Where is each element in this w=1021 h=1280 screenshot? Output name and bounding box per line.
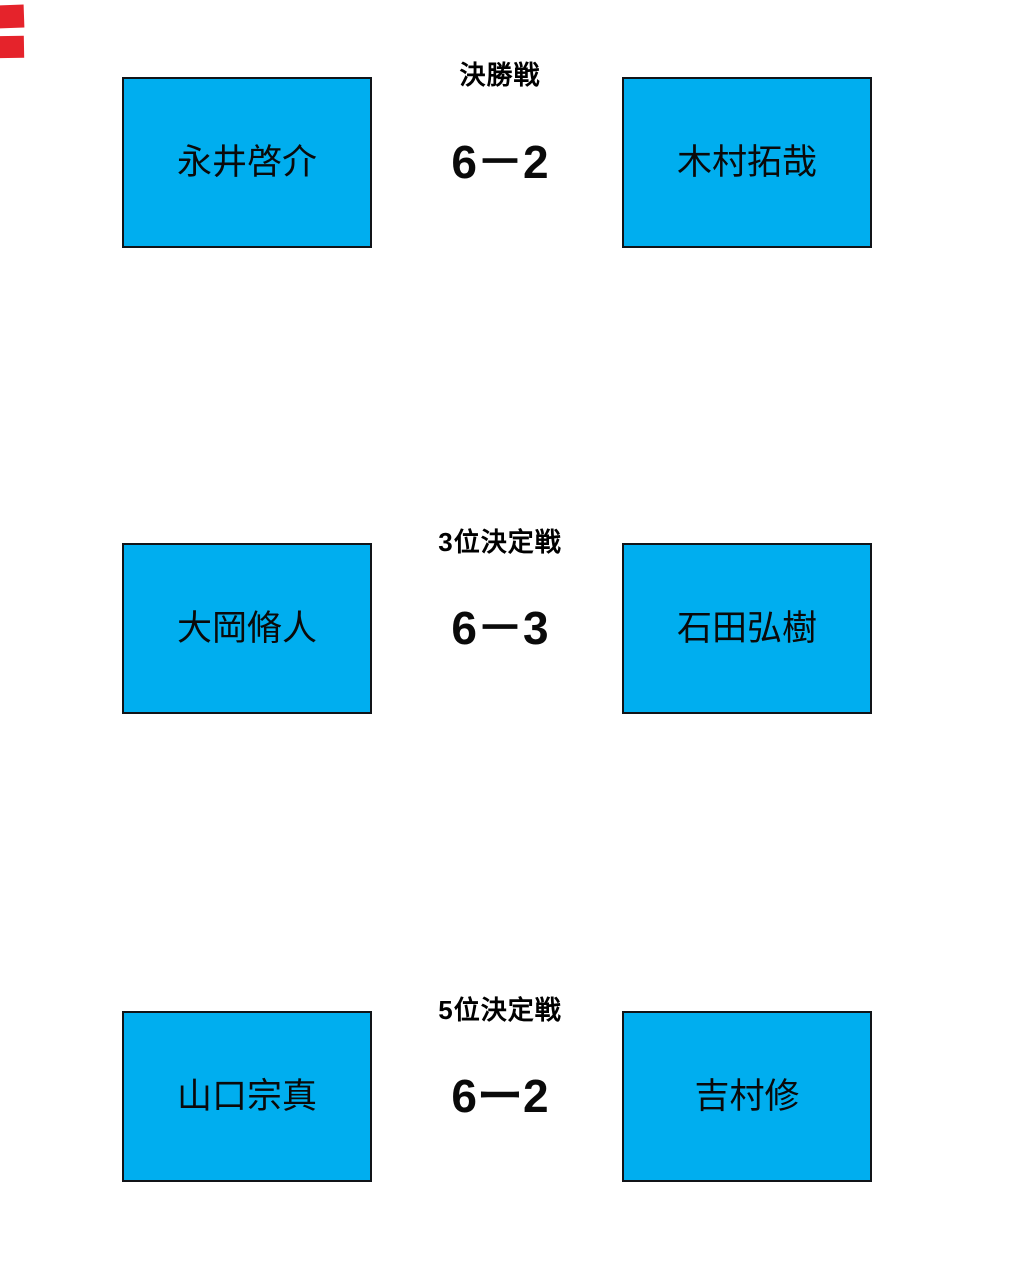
player-box-fifth-left: 山口宗真 bbox=[122, 1011, 372, 1182]
match-score-fifth-place: 6ー2 bbox=[451, 1070, 549, 1122]
red-edge-mark bbox=[0, 4, 25, 29]
player-box-third-left: 大岡脩人 bbox=[122, 543, 372, 714]
match-title-final: 決勝戦 bbox=[459, 59, 541, 90]
match-score-final: 6－2 bbox=[451, 136, 549, 188]
player-name: 永井啓介 bbox=[176, 143, 317, 182]
player-name: 大岡脩人 bbox=[176, 609, 317, 648]
player-box-fifth-right: 吉村修 bbox=[622, 1011, 872, 1182]
match-score-third-place: 6－3 bbox=[451, 602, 549, 654]
player-box-third-right: 石田弘樹 bbox=[622, 543, 872, 714]
match-title-fifth-place: 5位決定戦 bbox=[438, 994, 562, 1025]
player-box-final-right: 木村拓哉 bbox=[622, 77, 872, 248]
player-name: 木村拓哉 bbox=[676, 143, 817, 182]
match-title-third-place: 3位決定戦 bbox=[438, 526, 562, 557]
player-name: 石田弘樹 bbox=[676, 609, 817, 648]
red-edge-mark bbox=[0, 35, 25, 59]
player-box-final-left: 永井啓介 bbox=[122, 77, 372, 248]
player-name: 吉村修 bbox=[694, 1077, 800, 1116]
player-name: 山口宗真 bbox=[176, 1077, 317, 1116]
